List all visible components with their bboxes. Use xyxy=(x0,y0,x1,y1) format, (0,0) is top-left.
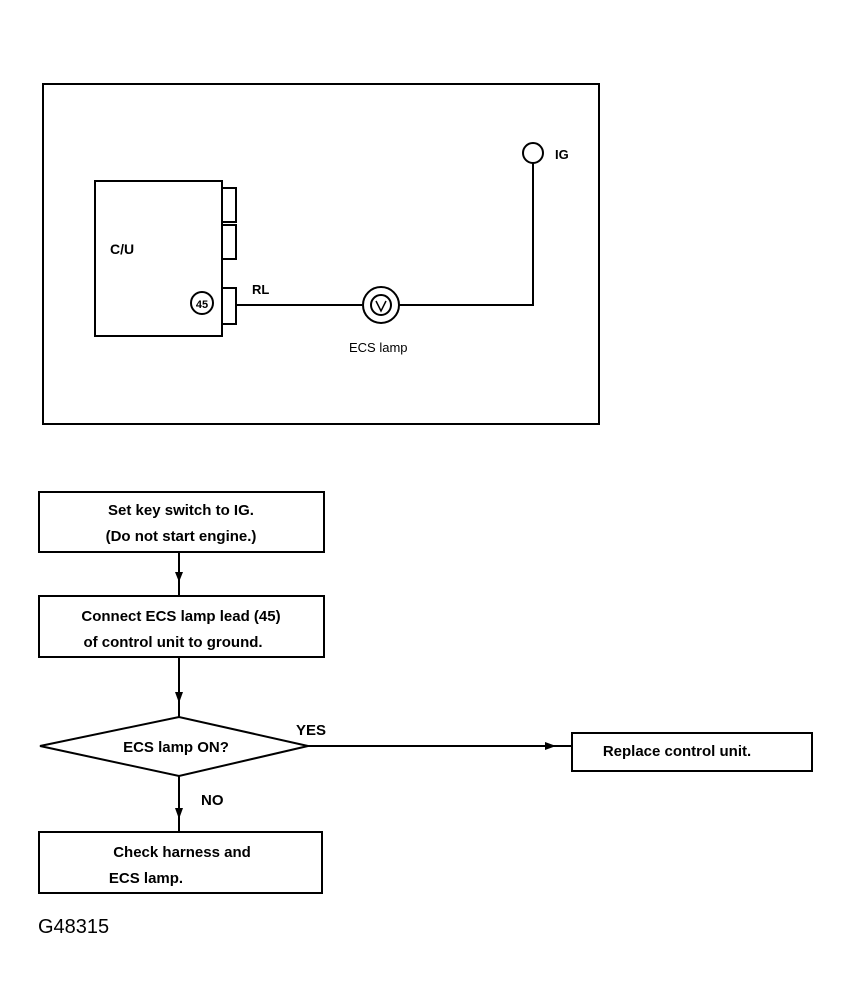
control-unit-box xyxy=(94,180,223,337)
flowchart: Set key switch to IG. (Do not start engi… xyxy=(38,491,813,894)
no-result-box xyxy=(38,831,323,894)
decision-text: ECS lamp ON? xyxy=(123,739,229,756)
step2-box xyxy=(38,595,325,658)
figure-id: G48315 xyxy=(38,916,109,938)
ecs-lamp-symbol xyxy=(362,286,400,324)
yes-result-text: Replace control unit. xyxy=(603,743,751,760)
step1-box xyxy=(38,491,325,553)
ig-terminal-circle xyxy=(522,142,544,164)
step1-line2: (Do not start engine.) xyxy=(106,528,257,545)
arrowhead-no xyxy=(175,808,183,819)
wire-to-ig xyxy=(399,163,534,306)
arrowhead-step2-to-decision xyxy=(175,692,183,703)
terminal-number-circle xyxy=(190,291,214,315)
terminal-number: 45 xyxy=(196,299,208,311)
no-result-line2: ECS lamp. xyxy=(109,870,183,887)
ecs-lamp-label: ECS lamp xyxy=(349,340,408,355)
step2-line2: of control unit to ground. xyxy=(83,634,262,651)
step1-line1: Set key switch to IG. xyxy=(108,502,254,519)
yes-result-box xyxy=(571,732,813,772)
wire-color-label: RL xyxy=(252,282,269,297)
no-result-line1: Check harness and xyxy=(113,844,251,861)
wiring-diagram-frame xyxy=(42,83,600,425)
yes-label: YES xyxy=(296,722,326,739)
connector-bottom xyxy=(221,287,237,325)
wiring-diagram: C/U 45 RL ECS lamp IG xyxy=(42,83,600,425)
connector-middle xyxy=(221,224,237,260)
arrowhead-yes xyxy=(545,742,556,750)
no-label: NO xyxy=(201,792,224,809)
ig-label: IG xyxy=(555,147,569,162)
control-unit-label: C/U xyxy=(110,241,134,257)
step2-line1: Connect ECS lamp lead (45) xyxy=(81,608,280,625)
arrowhead-step1-to-step2 xyxy=(175,572,183,582)
connector-top xyxy=(221,187,237,223)
